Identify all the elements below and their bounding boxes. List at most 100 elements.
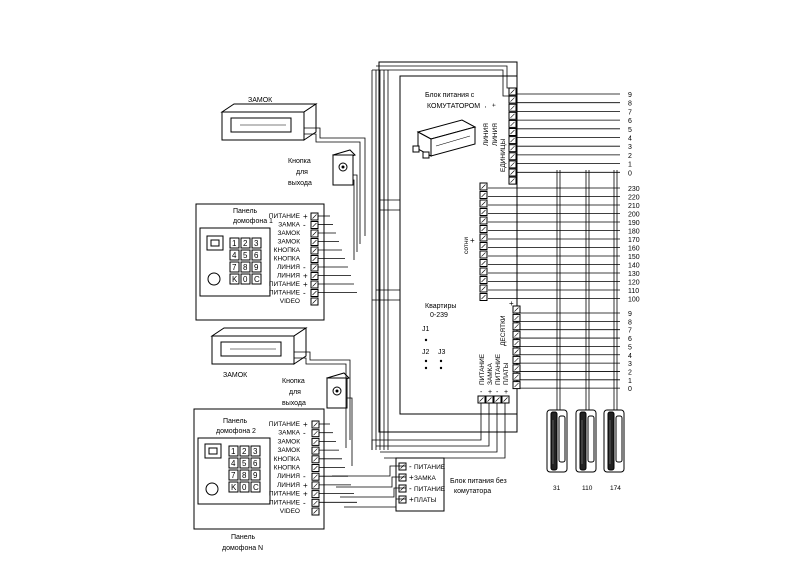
key-8: 8 [239, 469, 250, 481]
board-top-terminal [508, 168, 517, 177]
apartment-output-number: 220 [628, 195, 640, 202]
panel-terminal-label: ЗАМОК [277, 230, 300, 237]
psu-simple-terminal [398, 462, 407, 471]
panel-terminal [311, 498, 320, 507]
board-hundreds-terminal [479, 242, 488, 250]
apartment-output-number: 2 [628, 369, 632, 376]
board-sign-1: - [480, 389, 483, 396]
panel-terminal-label: ЗАМКА [278, 430, 300, 437]
panel-terminal [311, 464, 320, 472]
board-tens-terminal [512, 339, 521, 348]
board-tens-terminal [512, 347, 521, 356]
board-tens-terminal [512, 313, 521, 322]
units-label: ЕДИНИЦЫ [500, 138, 507, 172]
panel-terminal [311, 446, 320, 455]
linia-sign-2: + [491, 103, 498, 107]
panel-n-title-1: Панель [231, 534, 256, 541]
key-label: 8 [243, 263, 248, 272]
lock-1: ЗАМОК [220, 97, 318, 141]
key-label: 4 [231, 459, 236, 468]
apartment-output-number: 4 [628, 136, 632, 143]
panel-terminal-label: ЛИНИЯ [277, 273, 300, 280]
panel-1-terminals: ПИТАНИЕ+ЗАМКА-ЗАМОКЗАМОККНОПКАКНОПКАЛИНИ… [269, 212, 319, 306]
key-0: 0 [239, 481, 250, 493]
panel-terminal [311, 429, 320, 438]
board-hundreds-terminal [479, 216, 488, 225]
panel-terminal [311, 507, 320, 516]
key-7: 7 [228, 469, 239, 481]
board-hundreds-terminal [479, 250, 488, 259]
apartment-output-number: 120 [628, 280, 640, 287]
panel-terminal [310, 238, 319, 246]
apartment-output-number: 7 [628, 109, 632, 116]
psu-simple-label: ПИТАНИЕ [414, 464, 446, 471]
panel-terminal-label: VIDEO [280, 298, 300, 305]
psu-simple-label: ЗАМКА [414, 475, 436, 482]
apartments-title: Квартиры [425, 303, 456, 310]
psu-simple-terminal [398, 473, 407, 482]
panel-terminal-label: ЛИНИЯ [277, 473, 300, 480]
psu-commutator-title-2: КОМУТАТОРОМ [427, 103, 480, 110]
apartment-output-number: 150 [628, 254, 640, 261]
apartment-output-number: 8 [628, 319, 632, 326]
key-label: K [231, 483, 237, 492]
apartment-output-number: 9 [628, 92, 632, 99]
apartment-output-number: 100 [628, 297, 640, 304]
panel-2-terminals: ПИТАНИЕ+ЗАМКА-ЗАМОКЗАМОККНОПКАКНОПКАЛИНИ… [269, 420, 320, 516]
apartment-output-number: 5 [628, 127, 632, 134]
psu-simple-sign: - [409, 484, 412, 493]
key-5: 5 [239, 457, 250, 469]
apartment-output-number: 0 [628, 386, 632, 393]
board-top-terminal [508, 152, 517, 161]
key-6: 6 [251, 249, 262, 261]
lock-1-label: ЗАМОК [248, 97, 273, 104]
board-top-terminal [508, 136, 517, 145]
panel-terminal-sign: + [303, 490, 308, 499]
board-term-4: ПЛАТЫ [503, 362, 510, 385]
apartment-output-number: 9 [628, 311, 632, 318]
panel-terminal-sign: + [303, 280, 308, 289]
exit-button-2-line-3: выхода [282, 400, 306, 407]
linia-label-1: ЛИНИЯ [483, 123, 490, 146]
key-label: 0 [243, 275, 248, 284]
panel-terminal [311, 472, 320, 481]
apartment-output-number: 2 [628, 153, 632, 160]
panel-terminal-sign: + [303, 420, 308, 429]
key-0: 0 [240, 273, 251, 285]
board-hundreds-terminal [479, 233, 488, 242]
jumper-j2: J2 [422, 349, 430, 356]
exit-button-1: Кнопка для выхода [288, 149, 356, 187]
panel-terminal-sign: - [303, 289, 306, 298]
panel-terminal-sign: - [303, 221, 306, 230]
board-top-terminal [508, 95, 517, 104]
handset-1: 31 [546, 409, 568, 492]
board-top-terminal [508, 160, 517, 169]
board-top-terminal [508, 144, 517, 153]
apartment-output-number: 3 [628, 361, 632, 368]
handset-label: 31 [553, 485, 561, 492]
psu-simple-sign: + [409, 473, 414, 482]
key-2: 2 [240, 237, 251, 249]
board-top-terminal [508, 128, 517, 136]
hundreds-sign: + [470, 236, 475, 245]
apartment-output-number: 210 [628, 203, 640, 210]
panel-terminal [311, 481, 320, 490]
apartment-output-number: 170 [628, 237, 640, 244]
key-label: 4 [232, 251, 237, 260]
board-tens-terminal [512, 305, 521, 314]
board-hundreds-terminal [479, 276, 488, 284]
exit-button-1-line-1: Кнопка [288, 158, 311, 165]
apartment-output-number: 110 [628, 288, 639, 295]
hundreds-label: сотни [463, 237, 470, 254]
board-top-terminal [508, 87, 517, 96]
panel-terminal-sign: + [303, 212, 308, 221]
panel-terminal-label: VIDEO [280, 508, 300, 515]
key-8: 8 [240, 261, 251, 273]
board-tens-terminal [512, 330, 521, 339]
psu-simple-sign: - [409, 462, 412, 471]
panel-1-title-1: Панель [233, 208, 258, 215]
key-label: K [232, 275, 238, 284]
